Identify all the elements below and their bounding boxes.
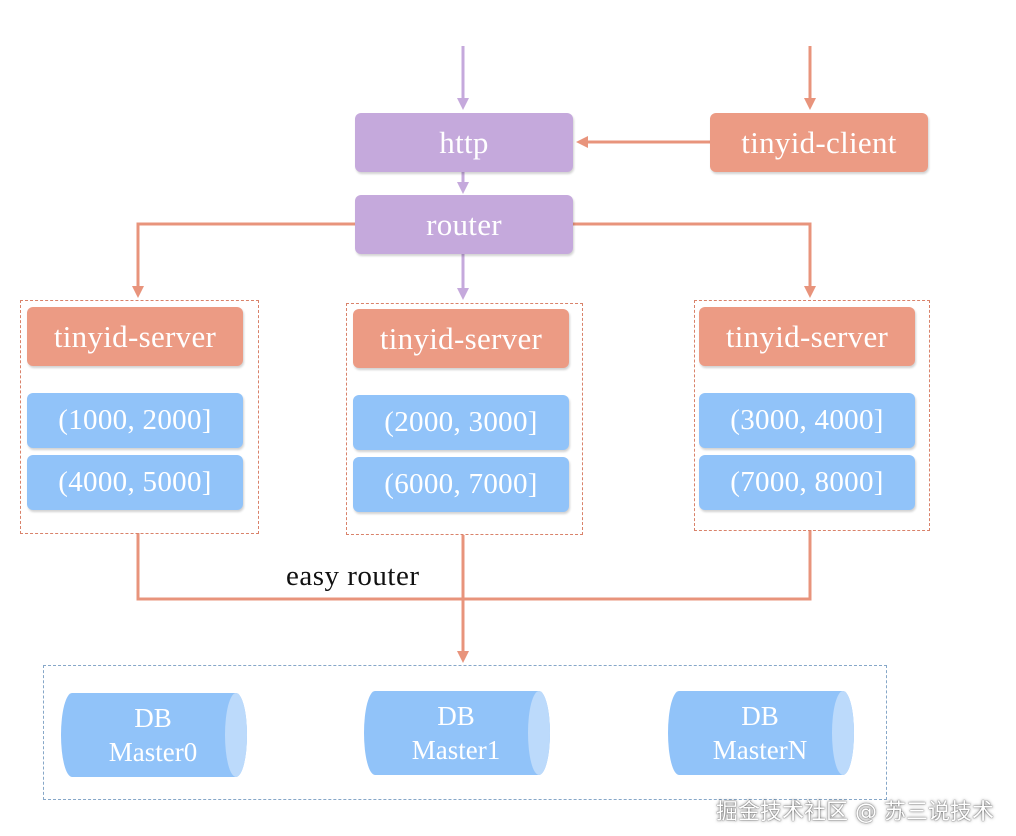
db-master0-line1: DB [134,703,172,733]
cylinder-icon [364,691,550,775]
db-mastern: DB MasterN [665,690,855,776]
server-group-2 [346,303,583,535]
cylinder-icon [61,693,247,777]
server-2-range-1-label: (2000, 3000] [384,406,538,438]
server-1-label: tinyid-server [53,318,217,354]
server-3-label: tinyid-server [725,318,889,354]
server-group-3 [694,300,930,531]
server-2-range-2: (6000, 7000] [353,457,569,512]
server-1-node: tinyid-server [27,307,243,366]
router-node: router [355,195,573,254]
tinyid-client-label: tinyid-client [741,124,897,160]
db-master1-line2: Master1 [411,735,501,765]
db-master1: DB Master1 [361,690,551,776]
server-1-range-2-label: (4000, 5000] [58,466,212,498]
server-3-node: tinyid-server [699,307,915,366]
arrow-router-to-server-3 [573,222,816,298]
http-label: http [439,124,489,160]
server-2-label: tinyid-server [379,320,543,356]
db-master0-line2: Master0 [108,737,198,767]
db-mastern-line2: MasterN [712,735,808,765]
server-2-range-1: (2000, 3000] [353,395,569,450]
server-2-node: tinyid-server [353,309,569,368]
db-group [43,665,887,800]
cylinder-icon [668,691,854,775]
server-3-range-1-label: (3000, 4000] [730,404,884,436]
server-1-range-2: (4000, 5000] [27,455,243,510]
server-1-range-1-label: (1000, 2000] [58,404,212,436]
db-mastern-line1: DB [741,701,779,731]
router-label: router [426,206,502,242]
server-1-range-1: (1000, 2000] [27,393,243,448]
server-group-1 [20,300,259,534]
server-3-range-1: (3000, 4000] [699,393,915,448]
server-2-range-2-label: (6000, 7000] [384,468,538,500]
db-master0: DB Master0 [58,692,248,778]
server-3-range-2-label: (7000, 8000] [730,466,884,498]
easy-router-bus [136,530,812,601]
tinyid-client-node: tinyid-client [710,113,928,172]
arrow-router-to-server-1 [132,222,355,298]
easy-router-label: easy router [286,560,420,592]
watermark: 掘金技术社区 @ 苏三说技术 [716,800,994,825]
http-node: http [355,113,573,172]
db-master1-line1: DB [437,701,475,731]
server-3-range-2: (7000, 8000] [699,455,915,510]
